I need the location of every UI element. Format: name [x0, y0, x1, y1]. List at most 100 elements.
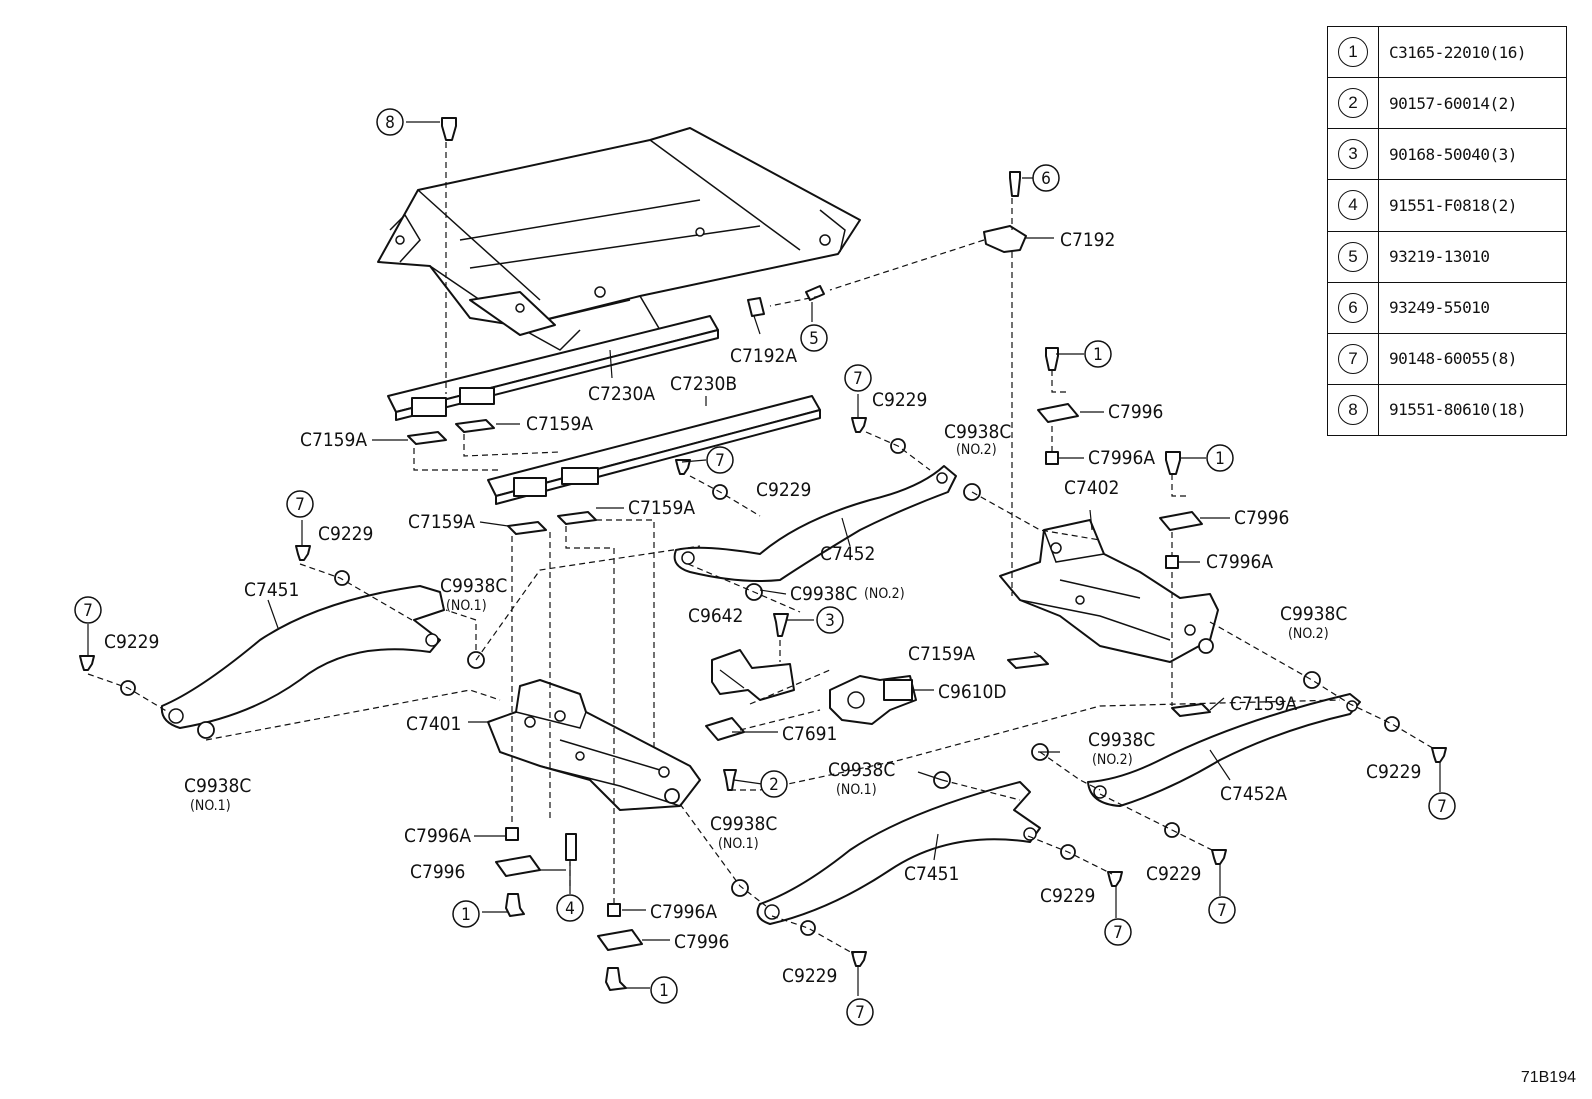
label-c7996: C7996 [1234, 507, 1289, 529]
bracket-c9642 [711, 649, 795, 701]
label-c9938c: C9938C [440, 575, 507, 597]
callout-1: 1 [1093, 345, 1103, 365]
callout-7: 7 [853, 369, 863, 389]
legend-row: 6 93249-55010 [1327, 281, 1567, 334]
legend-part-number: 93249-55010 [1378, 281, 1567, 334]
label-c7192: C7192 [1060, 229, 1115, 251]
label-no2: (NO.2) [956, 442, 997, 458]
callout-8: 8 [385, 113, 395, 133]
label-c9938c: C9938C [828, 759, 895, 781]
label-c7451: C7451 [244, 579, 299, 601]
label-c7452a: C7452A [1220, 783, 1287, 805]
label-c7996: C7996 [1108, 401, 1163, 423]
label-c9229: C9229 [318, 523, 373, 545]
label-c7230a: C7230A [588, 383, 655, 405]
seat-rail-c7230b [487, 395, 821, 505]
label-c9229: C9229 [1146, 863, 1201, 885]
label-c7451: C7451 [904, 863, 959, 885]
callout-3: 3 [825, 611, 835, 631]
figure-code: 71B194 [1520, 1069, 1576, 1086]
parts-legend-table: 1 C3165-22010(16) 2 90157-60014(2) 3 901… [1327, 25, 1567, 437]
label-c9229: C9229 [782, 965, 837, 987]
callout-4: 4 [565, 899, 575, 919]
legend-part-number: C3165-22010(16) [1378, 25, 1567, 79]
legend-number: 4 [1338, 190, 1368, 221]
label-no1: (NO.1) [190, 798, 231, 814]
legend-row: 5 93219-13010 [1327, 230, 1567, 283]
legend-part-number: 91551-F0818(2) [1378, 179, 1567, 232]
label-c9938c: C9938C [1280, 603, 1347, 625]
callout-7: 7 [295, 495, 305, 515]
callout-7: 7 [855, 1003, 865, 1023]
legend-number: 5 [1338, 241, 1368, 272]
seat-rail-c7230a [387, 315, 719, 421]
callout-7: 7 [1437, 797, 1447, 817]
arm-c7451-right [756, 781, 1041, 925]
callout-5: 5 [809, 329, 819, 349]
arm-c7451-left [160, 585, 445, 729]
base-bracket-c7402 [999, 519, 1219, 663]
legend-row: 2 90157-60014(2) [1327, 77, 1567, 130]
label-c7452: C7452 [820, 543, 875, 565]
clip-c7192a [747, 297, 765, 317]
label-c7996: C7996 [410, 861, 465, 883]
label-c9938c: C9938C [944, 421, 1011, 443]
assembly-lines [87, 142, 1437, 955]
label-c7996a: C7996A [404, 825, 471, 847]
label-no2: (NO.2) [1288, 626, 1329, 642]
legend-number: 8 [1338, 394, 1368, 425]
legend-number: 3 [1338, 139, 1368, 170]
bracket-c7192 [983, 225, 1027, 253]
motor-c9610d [829, 675, 917, 725]
legend-row: 3 90168-50040(3) [1327, 128, 1567, 181]
callout-2: 2 [769, 775, 779, 795]
label-c9642: C9642 [688, 605, 743, 627]
label-c7996: C7996 [674, 931, 729, 953]
label-no2: (NO.2) [1092, 752, 1133, 768]
label-c9229: C9229 [872, 389, 927, 411]
leader-lines [87, 121, 1441, 996]
callout-6: 6 [1041, 169, 1051, 189]
label-c7691: C7691 [782, 723, 837, 745]
cushions [495, 403, 1203, 951]
label-c7192a: C7192A [730, 345, 797, 367]
label-no1: (NO.1) [718, 836, 759, 852]
label-c7159a: C7159A [1230, 693, 1297, 715]
callout-7: 7 [83, 601, 93, 621]
pad-c7691 [705, 717, 745, 741]
arm-c7452 [673, 465, 957, 582]
label-c7159a: C7159A [628, 497, 695, 519]
legend-row: 7 90148-60055(8) [1327, 332, 1567, 385]
part-labels: C7192 C7192A C7230A C7230B C7159A C7159A… [104, 229, 1421, 987]
label-c9938c: C9938C [710, 813, 777, 835]
label-c7996a: C7996A [1206, 551, 1273, 573]
label-c9938c: C9938C [184, 775, 251, 797]
label-c9229: C9229 [1040, 885, 1095, 907]
legend-row: 1 C3165-22010(16) [1327, 25, 1567, 79]
label-c9938c: C9938C [1088, 729, 1155, 751]
legend-row: 8 91551-80610(18) [1327, 383, 1567, 437]
label-c7402: C7402 [1064, 477, 1119, 499]
callout-1: 1 [659, 981, 669, 1001]
legend-part-number: 91551-80610(18) [1378, 383, 1567, 437]
base-bracket-c7401 [487, 679, 701, 811]
legend-part-number: 90157-60014(2) [1378, 77, 1567, 130]
bolt-6 [1009, 171, 1021, 197]
legend-part-number: 93219-13010 [1378, 230, 1567, 283]
label-no1: (NO.1) [836, 782, 877, 798]
label-c9229: C9229 [1366, 761, 1421, 783]
legend-number: 1 [1338, 37, 1368, 68]
callouts: 8 6 5 1 1 7 7 7 7 3 2 4 1 1 7 7 7 7 [74, 108, 1456, 1026]
label-no1: (NO.1) [446, 598, 487, 614]
label-c9938c: C9938C [790, 583, 857, 605]
callout-7: 7 [1113, 923, 1123, 943]
bolt-8 [441, 117, 457, 141]
label-c9229: C9229 [756, 479, 811, 501]
label-c7230b: C7230B [670, 373, 737, 395]
callout-1: 1 [1215, 449, 1225, 469]
label-c7159a: C7159A [408, 511, 475, 533]
label-c9610d: C9610D [938, 681, 1007, 703]
legend-row: 4 91551-F0818(2) [1327, 179, 1567, 232]
callout-7: 7 [715, 451, 725, 471]
